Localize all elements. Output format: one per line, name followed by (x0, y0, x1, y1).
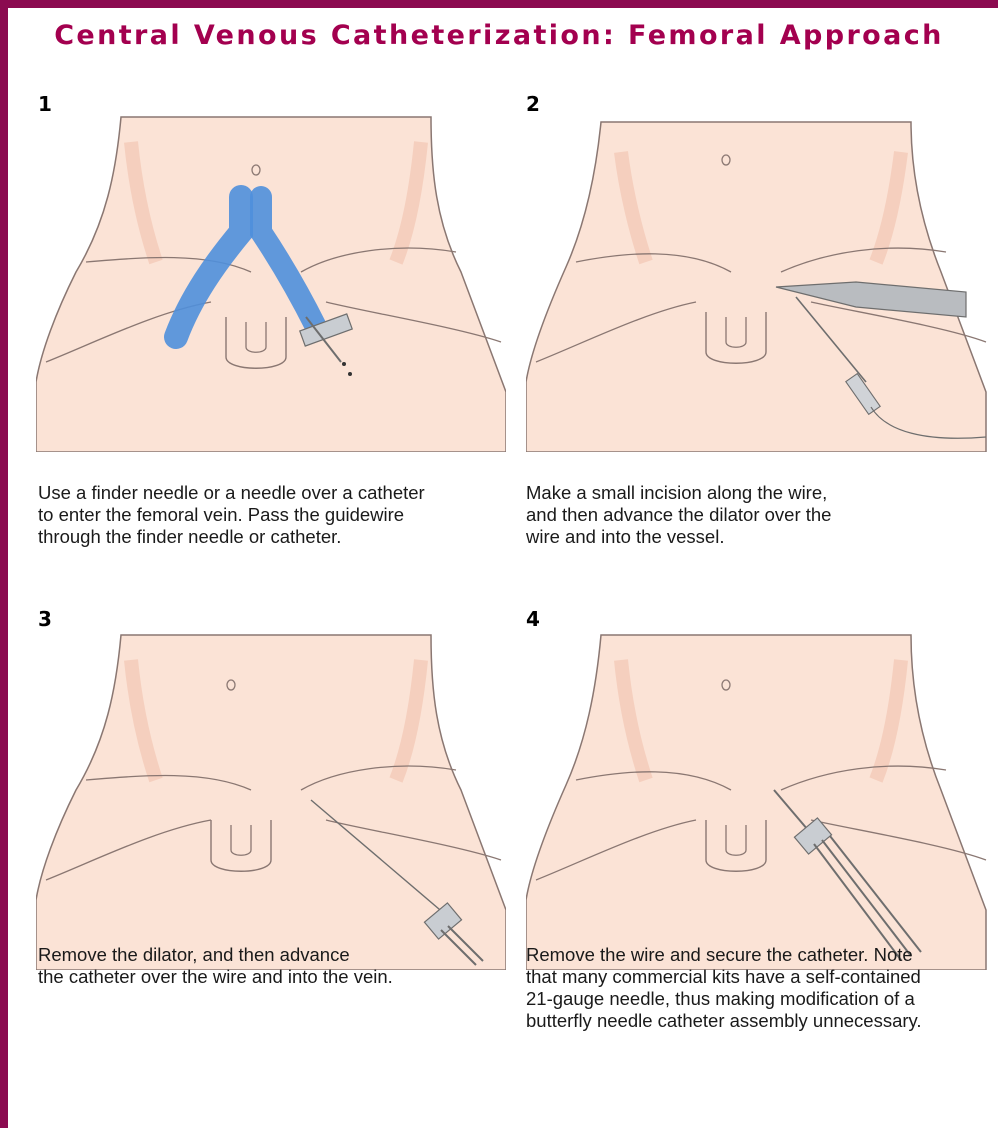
step-1-caption: Use a finder needle or a needle over a c… (38, 482, 425, 548)
step-2-caption: Make a small incision along the wire, an… (526, 482, 831, 548)
step-4-number: 4 (526, 607, 540, 631)
step-3-caption: Remove the dilator, and then advance the… (38, 944, 393, 988)
step-4-caption: Remove the wire and secure the catheter.… (526, 944, 922, 1032)
step-4-illustration (526, 630, 996, 970)
step-3-number: 3 (38, 607, 52, 631)
figure-title: Central Venous Catheterization: Femoral … (0, 20, 998, 51)
step-3-illustration (36, 630, 506, 970)
step-2-illustration (526, 112, 996, 452)
step-1-illustration (36, 112, 506, 452)
